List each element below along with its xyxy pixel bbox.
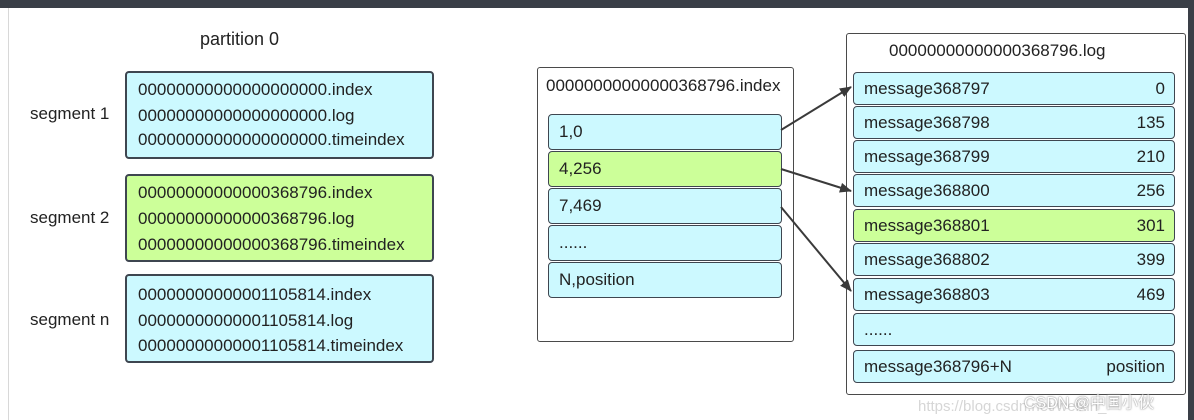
- partition-title: partition 0: [200, 29, 280, 49]
- message-name: ......: [864, 319, 893, 339]
- message-position: 210: [1136, 146, 1165, 166]
- window-right-edge: [1188, 8, 1194, 420]
- message-name: message368802: [864, 249, 990, 269]
- message-position: 0: [1155, 78, 1165, 98]
- segment-box-2: 00000000000000368796.index 0000000000000…: [125, 174, 434, 262]
- message-position: 301: [1136, 215, 1165, 235]
- segment-label-1: segment 1: [30, 104, 110, 123]
- message-name: message368803: [864, 284, 990, 304]
- log-message-row: message368799 210: [853, 140, 1175, 173]
- message-position: 469: [1136, 284, 1165, 304]
- index-entry-text: 4,256: [559, 159, 602, 178]
- segment-label-2: segment 2: [30, 208, 110, 227]
- segment-n-timeindex-file: 00000000000001105814.timeindex: [138, 336, 404, 355]
- segment-n-index-file: 00000000000001105814.index: [138, 285, 372, 304]
- index-entry-text: 1,0: [559, 122, 583, 141]
- log-file-title: 00000000000000368796.log: [889, 41, 1106, 60]
- log-file-container: 00000000000000368796.log message368797 0…: [846, 33, 1186, 395]
- message-position: position: [1106, 356, 1165, 376]
- log-message-row: message368802 399: [853, 243, 1175, 276]
- segment-n-log-file: 00000000000001105814.log: [138, 311, 354, 330]
- message-name: message368797: [864, 78, 990, 98]
- log-message-row: message368803 469: [853, 278, 1175, 311]
- log-message-row: message368800 256: [853, 174, 1175, 207]
- index-file-title: 00000000000000368796.index: [546, 76, 781, 95]
- window-top-bar: [0, 0, 1194, 8]
- index-entry-text: 7,469: [559, 196, 602, 215]
- log-message-row: message368797 0: [853, 72, 1175, 105]
- index-entry-text: ......: [559, 233, 588, 252]
- index-entry-highlighted: 4,256: [548, 151, 782, 187]
- log-message-row: ......: [853, 313, 1175, 346]
- message-name: message368799: [864, 146, 990, 166]
- message-name: message368796+N: [864, 356, 1012, 376]
- index-entry: ......: [548, 225, 782, 261]
- message-position: 399: [1136, 249, 1165, 269]
- log-message-row: message368798 135: [853, 106, 1175, 139]
- segment-1-log-file: 00000000000000000000.log: [138, 106, 355, 125]
- message-name: message368800: [864, 180, 990, 200]
- window-left-edge: [0, 8, 9, 420]
- log-message-row-highlighted: message368801 301: [853, 209, 1175, 242]
- message-position: 135: [1136, 112, 1165, 132]
- watermark-url: https://blog.csdn.net/weixin_: [918, 398, 1107, 415]
- segment-label-n: segment n: [30, 310, 110, 329]
- segment-box-1: 00000000000000000000.index 0000000000000…: [125, 71, 434, 159]
- message-name: message368798: [864, 112, 990, 132]
- message-position: 256: [1136, 180, 1165, 200]
- index-entry: 7,469: [548, 188, 782, 224]
- segment-1-timeindex-file: 00000000000000000000.timeindex: [138, 130, 405, 149]
- segment-2-timeindex-file: 00000000000000368796.timeindex: [138, 235, 405, 254]
- segment-box-n: 00000000000001105814.index 0000000000000…: [125, 274, 434, 363]
- watermark-csdn: CSDN @中国小伙: [1024, 395, 1155, 412]
- message-name: message368801: [864, 215, 990, 235]
- segment-2-log-file: 00000000000000368796.log: [138, 209, 355, 228]
- index-entry: N,position: [548, 262, 782, 298]
- log-message-row: message368796+N position: [853, 350, 1175, 383]
- index-file-container: 00000000000000368796.index 1,0 4,256 7,4…: [537, 67, 794, 342]
- index-entry-text: N,position: [559, 270, 635, 289]
- segment-1-index-file: 00000000000000000000.index: [138, 80, 373, 99]
- index-entry: 1,0: [548, 114, 782, 150]
- segment-2-index-file: 00000000000000368796.index: [138, 183, 373, 202]
